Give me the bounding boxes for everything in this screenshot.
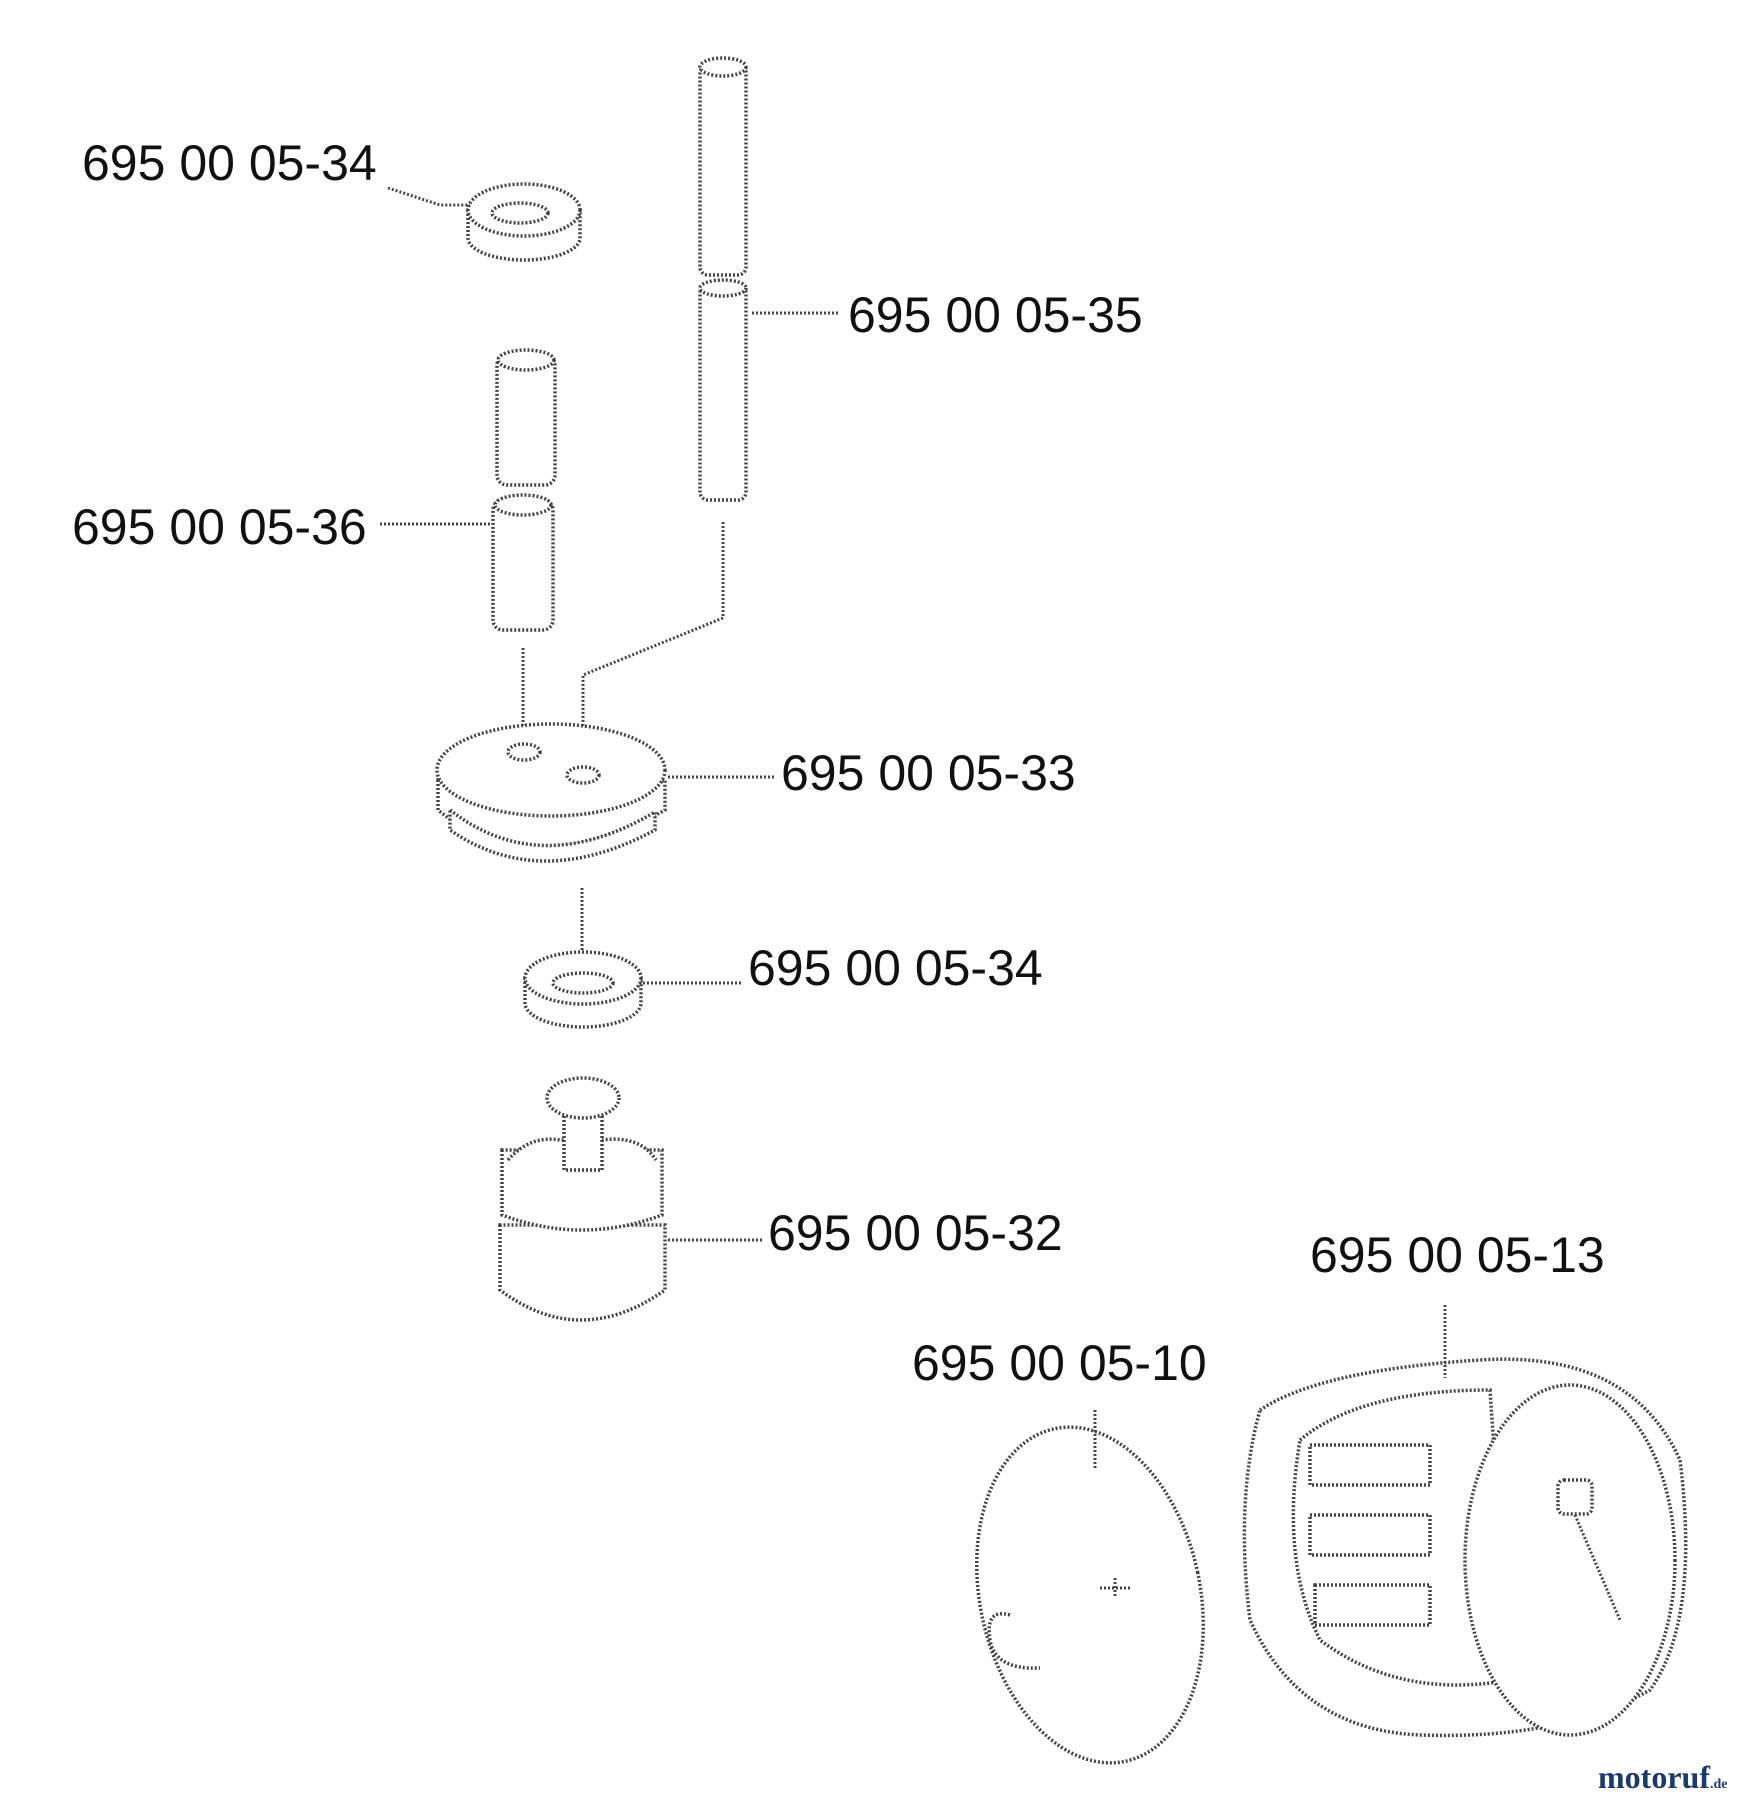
cover-assembly xyxy=(1242,1357,1688,1738)
label-washer-lower: 695 00 05-34 xyxy=(748,940,1043,996)
pin-short xyxy=(491,348,557,632)
axis-pin-long xyxy=(581,522,725,762)
pin-long xyxy=(698,56,748,502)
washer-top xyxy=(466,182,582,262)
leader-washer-top xyxy=(387,186,470,207)
label-cover-assembly: 695 00 05-13 xyxy=(1310,1227,1605,1283)
label-damper-element: 695 00 05-32 xyxy=(768,1205,1063,1261)
label-damper-plate: 695 00 05-33 xyxy=(781,745,1076,801)
washer-lower xyxy=(523,950,643,1029)
label-washer-top: 695 00 05-34 xyxy=(82,135,377,191)
label-pin-long: 695 00 05-35 xyxy=(848,287,1143,343)
label-cover-plate: 695 00 05-10 xyxy=(912,1335,1207,1391)
watermark: motoruf.de xyxy=(1598,1759,1727,1795)
damper-element xyxy=(498,1076,667,1322)
damper-plate xyxy=(435,722,667,863)
cover-plate xyxy=(974,1425,1206,1765)
label-pin-short: 695 00 05-36 xyxy=(72,499,367,555)
